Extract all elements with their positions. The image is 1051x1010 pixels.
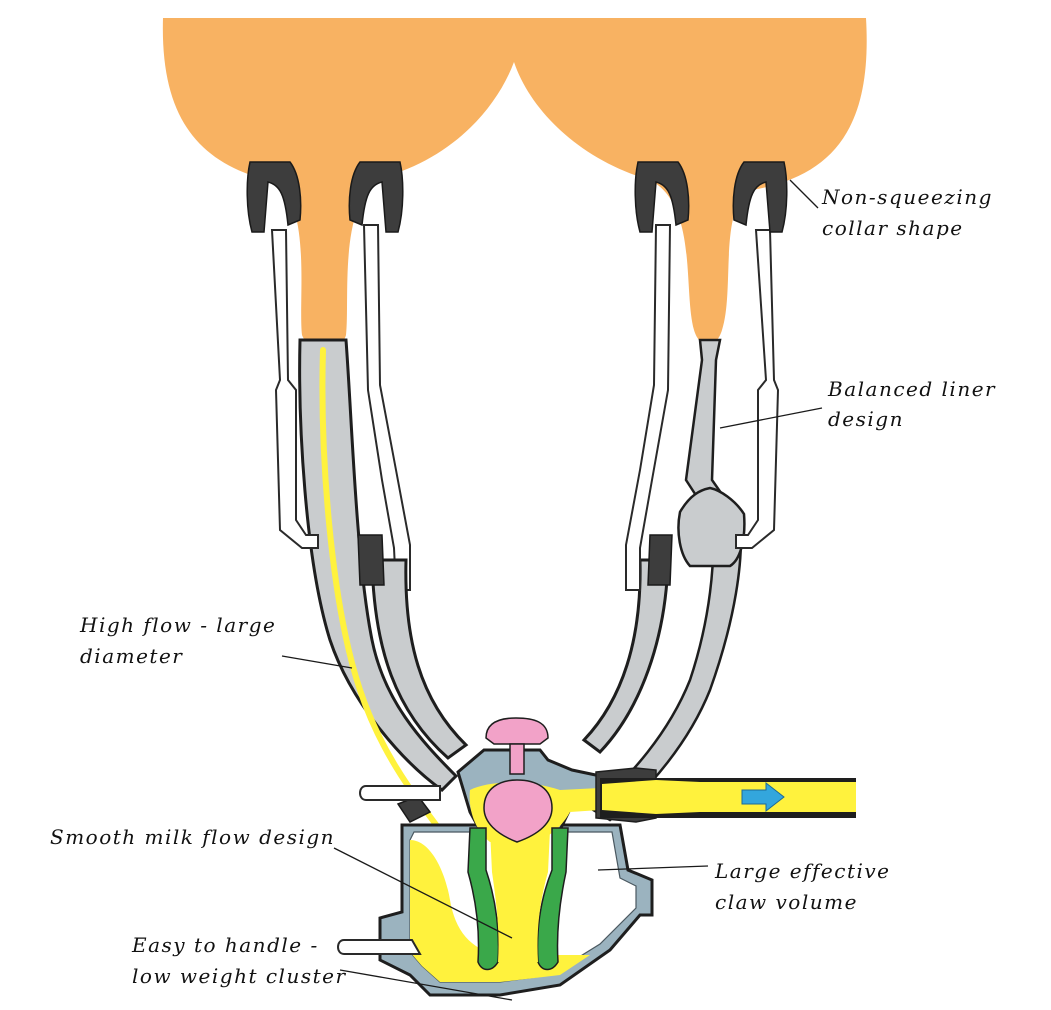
claw-handle-bottom — [338, 940, 420, 954]
left-teat-cup — [247, 162, 466, 830]
right-teat-cup — [584, 162, 787, 820]
liner-label-line2: design — [828, 407, 904, 431]
right-collar-right — [733, 162, 786, 232]
left-connector — [358, 535, 384, 585]
smooth-label: Smooth milk flow design — [50, 825, 335, 849]
highflow-label-line2: diameter — [80, 644, 183, 668]
weight-label-line2: low weight cluster — [132, 964, 347, 988]
smooth-label-line1: Smooth milk flow design — [50, 825, 335, 849]
liner-label: Balanced liner design — [827, 377, 1004, 431]
weight-label-line1: Easy to handle - — [131, 933, 319, 957]
claw-label: Large effective claw volume — [714, 859, 898, 914]
right-collar-left — [635, 162, 688, 232]
collar-label: Non-squeezing collar shape — [821, 185, 1001, 240]
liner-label-line1: Balanced liner — [827, 377, 996, 401]
highflow-label-line1: High flow - large — [79, 613, 276, 637]
left-collar-right — [349, 162, 402, 232]
claw — [338, 718, 656, 995]
right-shell-right — [736, 230, 778, 548]
collar-label-line1: Non-squeezing — [821, 185, 993, 209]
claw-label-line1: Large effective — [714, 859, 891, 883]
claw-handle-top — [360, 786, 440, 800]
valve-stem — [510, 744, 524, 774]
outlet-tube-milk — [602, 780, 856, 814]
collar-leader — [790, 180, 818, 208]
claw-label-line2: claw volume — [715, 890, 858, 914]
right-liner-bulb — [678, 488, 744, 566]
highflow-label: High flow - large diameter — [79, 613, 284, 668]
outlet-tube — [600, 778, 856, 818]
collar-label-line2: collar shape — [822, 216, 964, 240]
weight-label: Easy to handle - low weight cluster — [131, 933, 347, 988]
left-collar — [247, 162, 300, 232]
right-connector — [648, 535, 672, 585]
valve-cap — [486, 718, 548, 744]
